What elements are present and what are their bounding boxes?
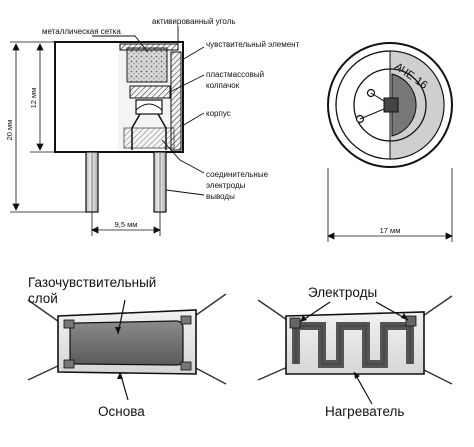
sensing-window: [391, 73, 417, 137]
dimension-diameter: [327, 168, 453, 242]
sensor-top-view: АЧЕ-16 17 мм: [327, 42, 453, 242]
dimension-body-height: [30, 43, 54, 153]
inner-base: [123, 127, 175, 149]
sensing-element: [135, 99, 163, 115]
sensor-side-view: металлическая сетка активированный уголь…: [5, 17, 300, 236]
label-gas-layer-line1: Газочувствительный: [28, 275, 156, 290]
dim-total-height: 20 мм: [5, 120, 14, 141]
label-connecting-line2: электроды: [206, 181, 246, 190]
plastic-cap: [129, 85, 171, 99]
dimension-lead-spacing: [91, 212, 161, 236]
label-sensing-element: чувствительный элемент: [206, 40, 300, 49]
dimension-total-height: [10, 41, 86, 213]
label-plastic-cap-line2: колпачок: [206, 81, 240, 90]
dim-lead-spacing: 9,5 мм: [115, 220, 138, 229]
label-gas-layer-line2: слой: [28, 291, 58, 306]
housing-wall-right: [170, 51, 182, 151]
gas-sensitive-layer: [69, 320, 184, 366]
chip-right-diagram: Электроды Нагреватель: [257, 285, 453, 419]
label-electrodes: Электроды: [308, 285, 377, 300]
chip-left-diagram: Газочувствительный слой Основа: [27, 275, 227, 419]
dim-diameter: 17 мм: [380, 226, 401, 235]
electrode-pad-left: [289, 317, 301, 329]
label-metal-mesh: металлическая сетка: [42, 27, 121, 36]
label-plastic-cap-line1: пластмассовый: [206, 70, 264, 79]
label-housing: корпус: [206, 109, 231, 118]
dim-body-height: 12 мм: [29, 88, 38, 109]
label-connecting-line1: соединительные: [206, 170, 269, 179]
label-activated-carbon: активированный уголь: [152, 17, 236, 26]
label-heater: Нагреватель: [325, 404, 404, 419]
label-leads: выводы: [206, 192, 235, 201]
metal-mesh: [119, 43, 179, 51]
chip-right-substrate: [285, 311, 425, 375]
label-base: Основа: [98, 404, 145, 419]
activated-carbon: [126, 47, 168, 83]
top-view-cutaway: [389, 50, 445, 160]
electrode-pad-right: [405, 315, 417, 327]
